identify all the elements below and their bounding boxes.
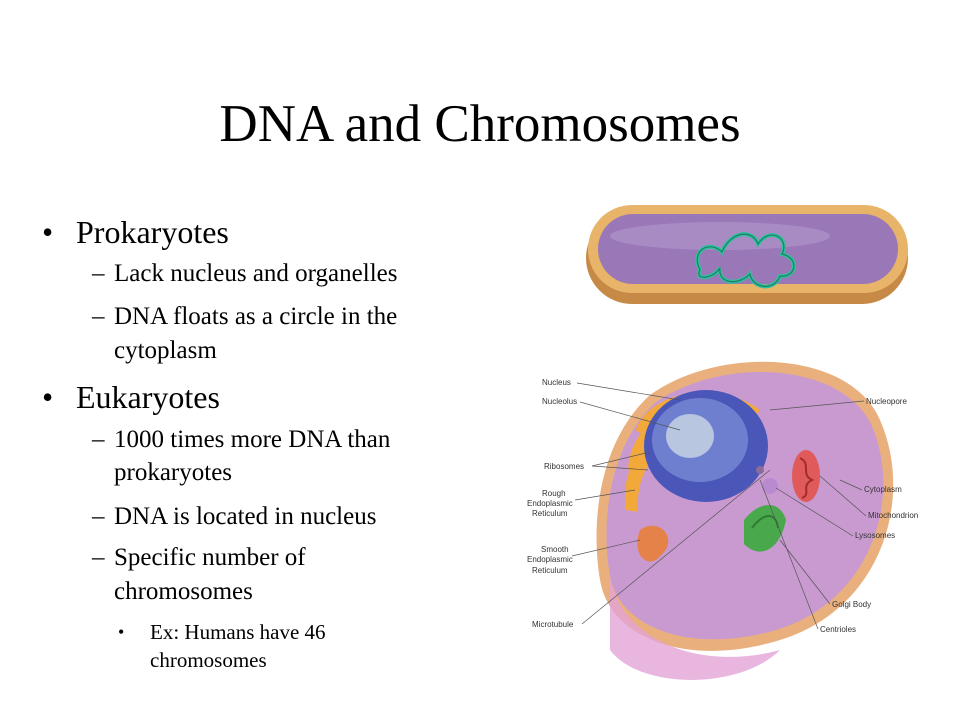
eukaryote-point-3-cont: chromosomes <box>114 578 253 605</box>
eukaryote-point-3: Specific number of <box>114 544 306 571</box>
eukaryote-point-1-cont: prokaryotes <box>114 459 233 486</box>
prokaryote-point-2: DNA floats as a circle in the <box>114 303 398 330</box>
bullet-marker: • <box>42 379 54 415</box>
example-line-1: Ex: Humans have 46 <box>150 620 326 644</box>
prokaryote-point-1: Lack nucleus and organelles <box>114 260 398 287</box>
prokaryote-point-2-cont: cytoplasm <box>114 337 217 364</box>
bullet-prokaryotes: Prokaryotes <box>76 214 229 250</box>
example-line-2: chromosomes <box>150 648 267 672</box>
dash-marker: – <box>92 260 105 287</box>
eukaryote-point-1: 1000 times more DNA than <box>114 426 391 453</box>
slide-title: DNA and Chromosomes <box>219 95 741 153</box>
dash-marker: – <box>92 303 105 330</box>
bullet-marker: • <box>42 214 54 250</box>
dash-marker: – <box>92 503 105 530</box>
bullet-eukaryotes: Eukaryotes <box>76 379 220 415</box>
dash-marker: – <box>92 544 105 571</box>
sub-bullet-marker: • <box>118 622 125 642</box>
dash-marker: – <box>92 426 105 453</box>
eukaryote-point-2: DNA is located in nucleus <box>114 503 377 530</box>
